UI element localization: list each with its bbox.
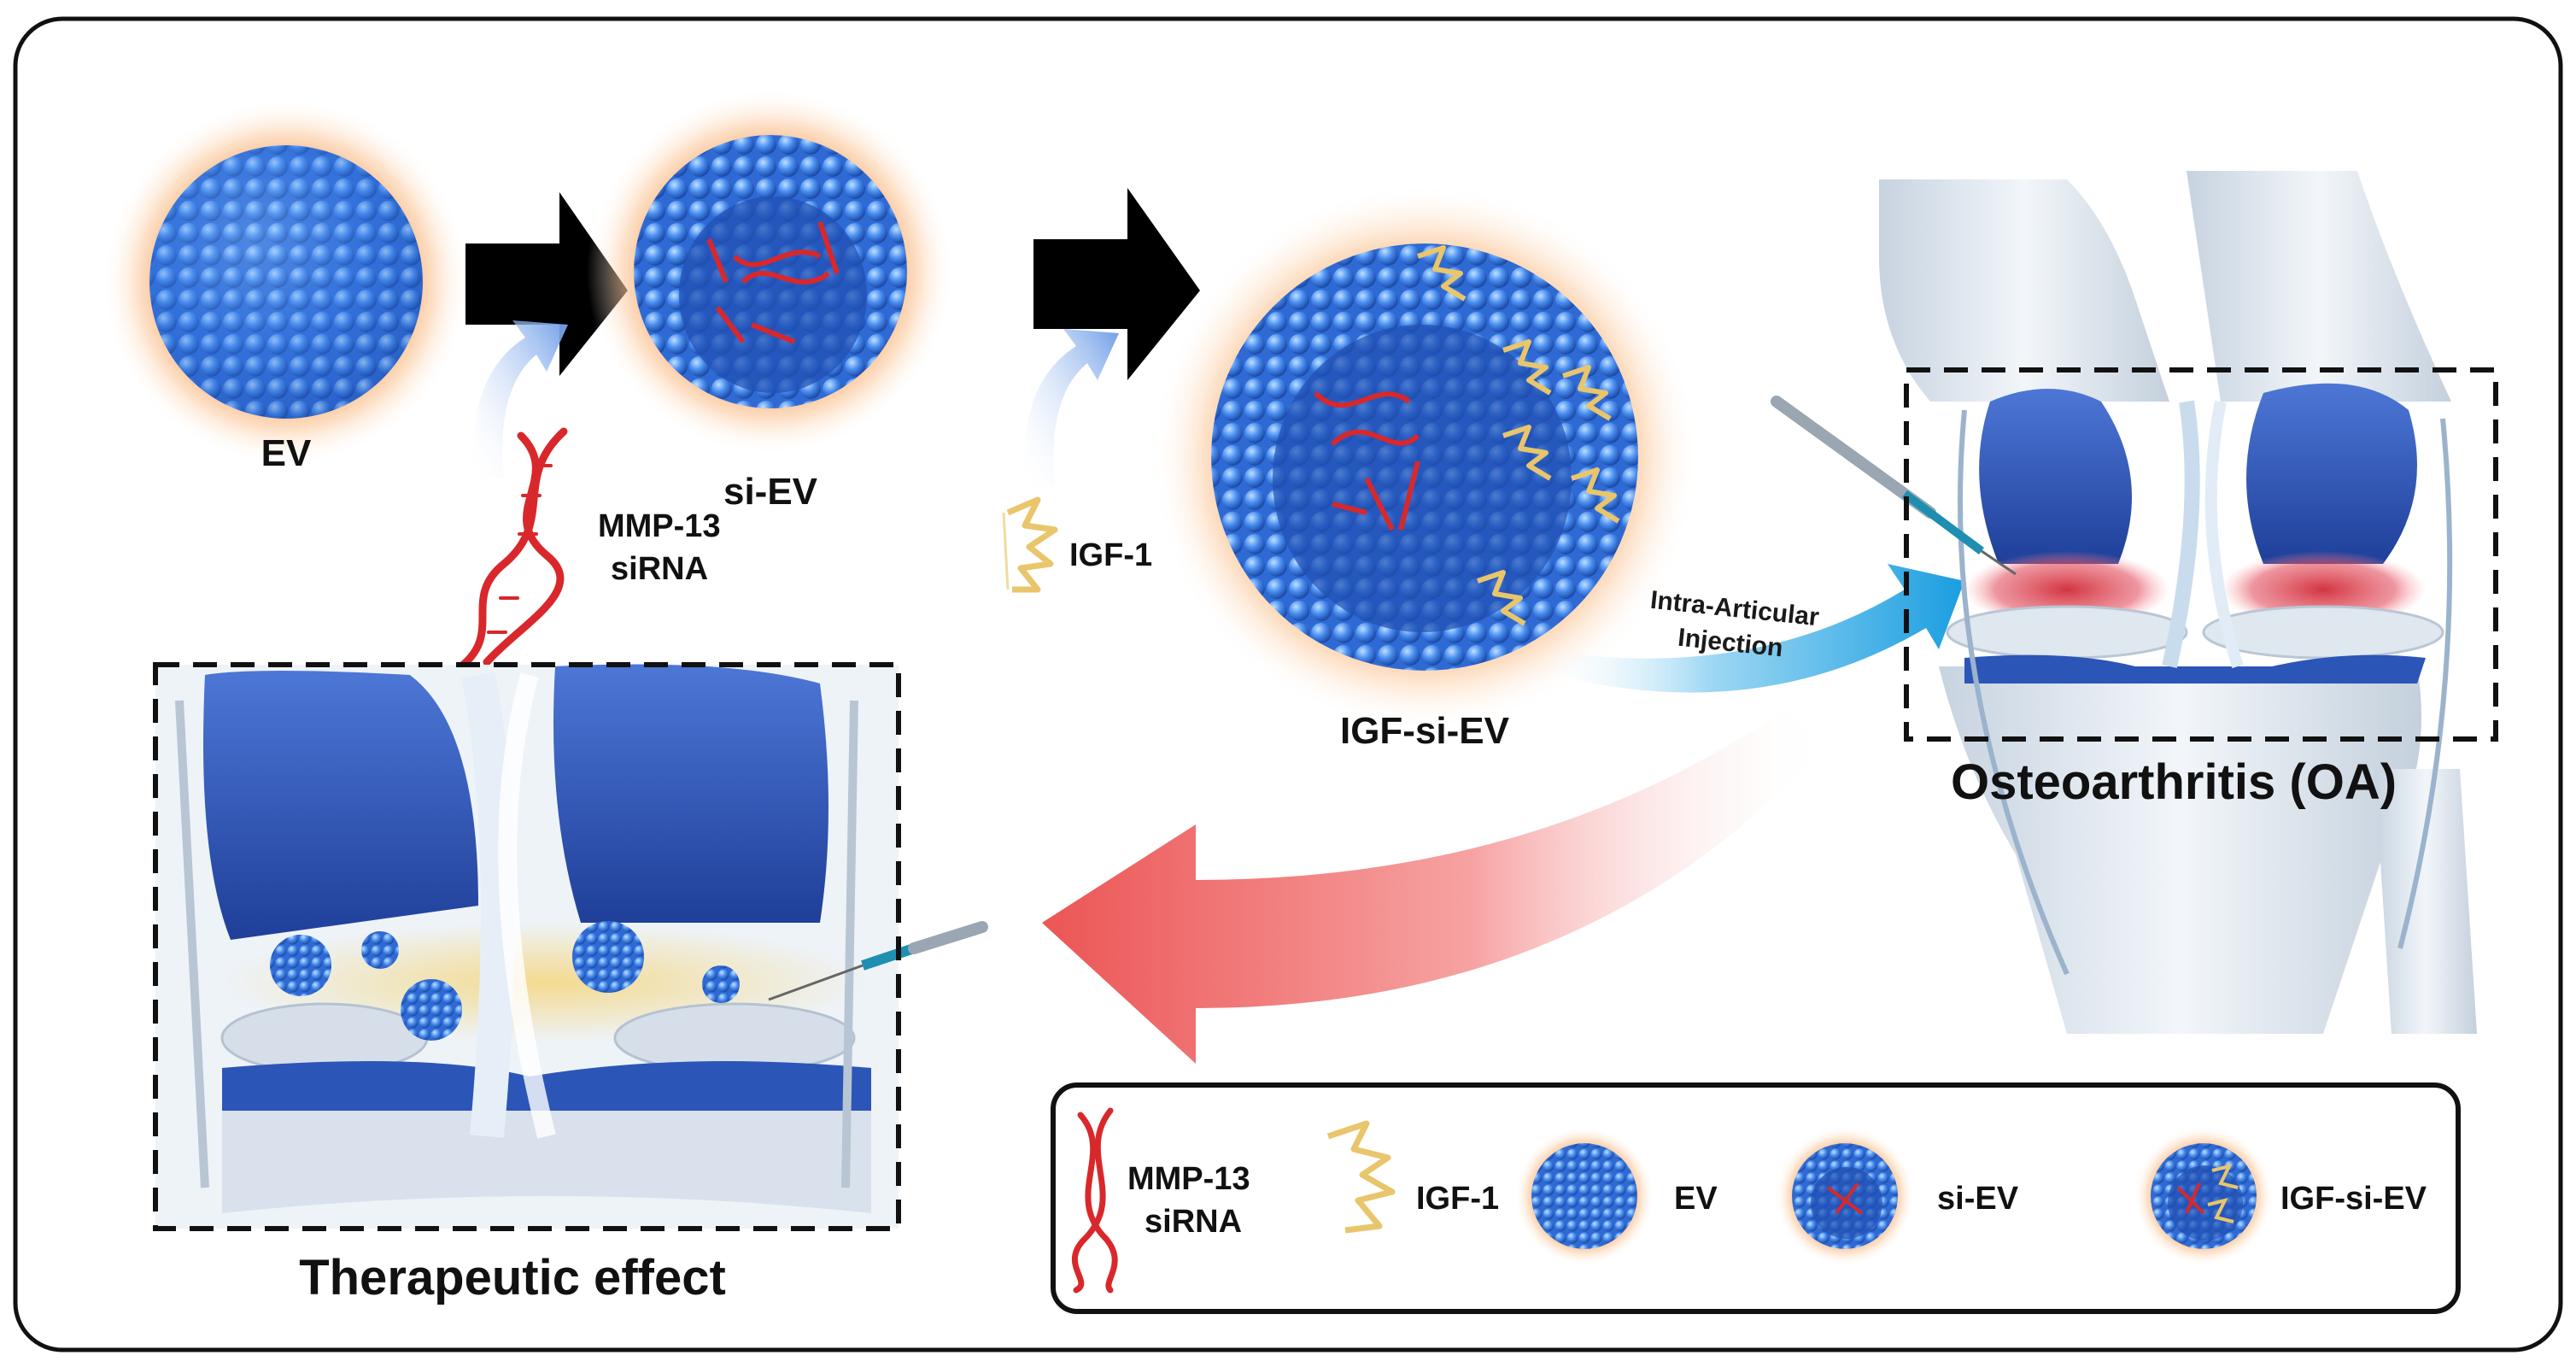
process-arrow-1 bbox=[465, 192, 628, 376]
sirna-label: siRNA bbox=[611, 551, 708, 587]
ev-label: EV bbox=[261, 432, 312, 474]
therapeutic-region-box bbox=[153, 662, 901, 1231]
legend-sirna-helix-icon bbox=[1071, 1107, 1118, 1294]
si-ev-label: si-EV bbox=[723, 471, 818, 513]
si-ev-sphere bbox=[587, 88, 954, 455]
legend-igf-si-ev-icon bbox=[2134, 1126, 2274, 1266]
therapeutic-syringe-icon bbox=[768, 921, 988, 1001]
mmp13-label: MMP-13 bbox=[598, 508, 721, 544]
igf-si-ev-label: IGF-si-EV bbox=[1340, 710, 1510, 752]
legend-si-ev-icon bbox=[1775, 1126, 1915, 1266]
legend-sirna-label: siRNA bbox=[1145, 1204, 1242, 1240]
legend-box bbox=[1051, 1082, 2461, 1314]
therapeutic-knee-illustration bbox=[155, 664, 899, 1229]
oa-label: Osteoarthritis (OA) bbox=[1951, 754, 2397, 810]
intra-articular-injection-arrow bbox=[1537, 564, 1964, 693]
legend-si-ev-label: si-EV bbox=[1937, 1181, 2019, 1217]
legend-ev-icon bbox=[1514, 1126, 1654, 1266]
oa-knee-illustration bbox=[1879, 171, 2477, 1034]
igf1-protein-icon bbox=[1002, 496, 1058, 593]
therapeutic-label: Therapeutic effect bbox=[299, 1250, 726, 1305]
oa-region-box bbox=[1904, 367, 2498, 742]
add-sirna-curve-arrow bbox=[472, 320, 568, 478]
legend-mmp13-label: MMP-13 bbox=[1127, 1161, 1250, 1197]
therapy-return-arrow bbox=[1042, 709, 1828, 1064]
syringe-icon bbox=[1771, 396, 2017, 576]
legend-igf1-icon bbox=[1326, 1120, 1396, 1234]
legend-igf1-label: IGF-1 bbox=[1416, 1181, 1499, 1217]
legend-ev-label: EV bbox=[1674, 1181, 1718, 1217]
igf1-label: IGF-1 bbox=[1069, 537, 1152, 573]
mmp13-sirna-helix-icon bbox=[457, 427, 568, 671]
add-igf1-curve-arrow bbox=[1023, 329, 1119, 487]
legend-igf-si-ev-label: IGF-si-EV bbox=[2280, 1181, 2427, 1217]
ev-sphere bbox=[102, 98, 470, 466]
igf-si-ev-sphere bbox=[1151, 184, 1698, 730]
process-arrow-2 bbox=[1033, 188, 1200, 380]
